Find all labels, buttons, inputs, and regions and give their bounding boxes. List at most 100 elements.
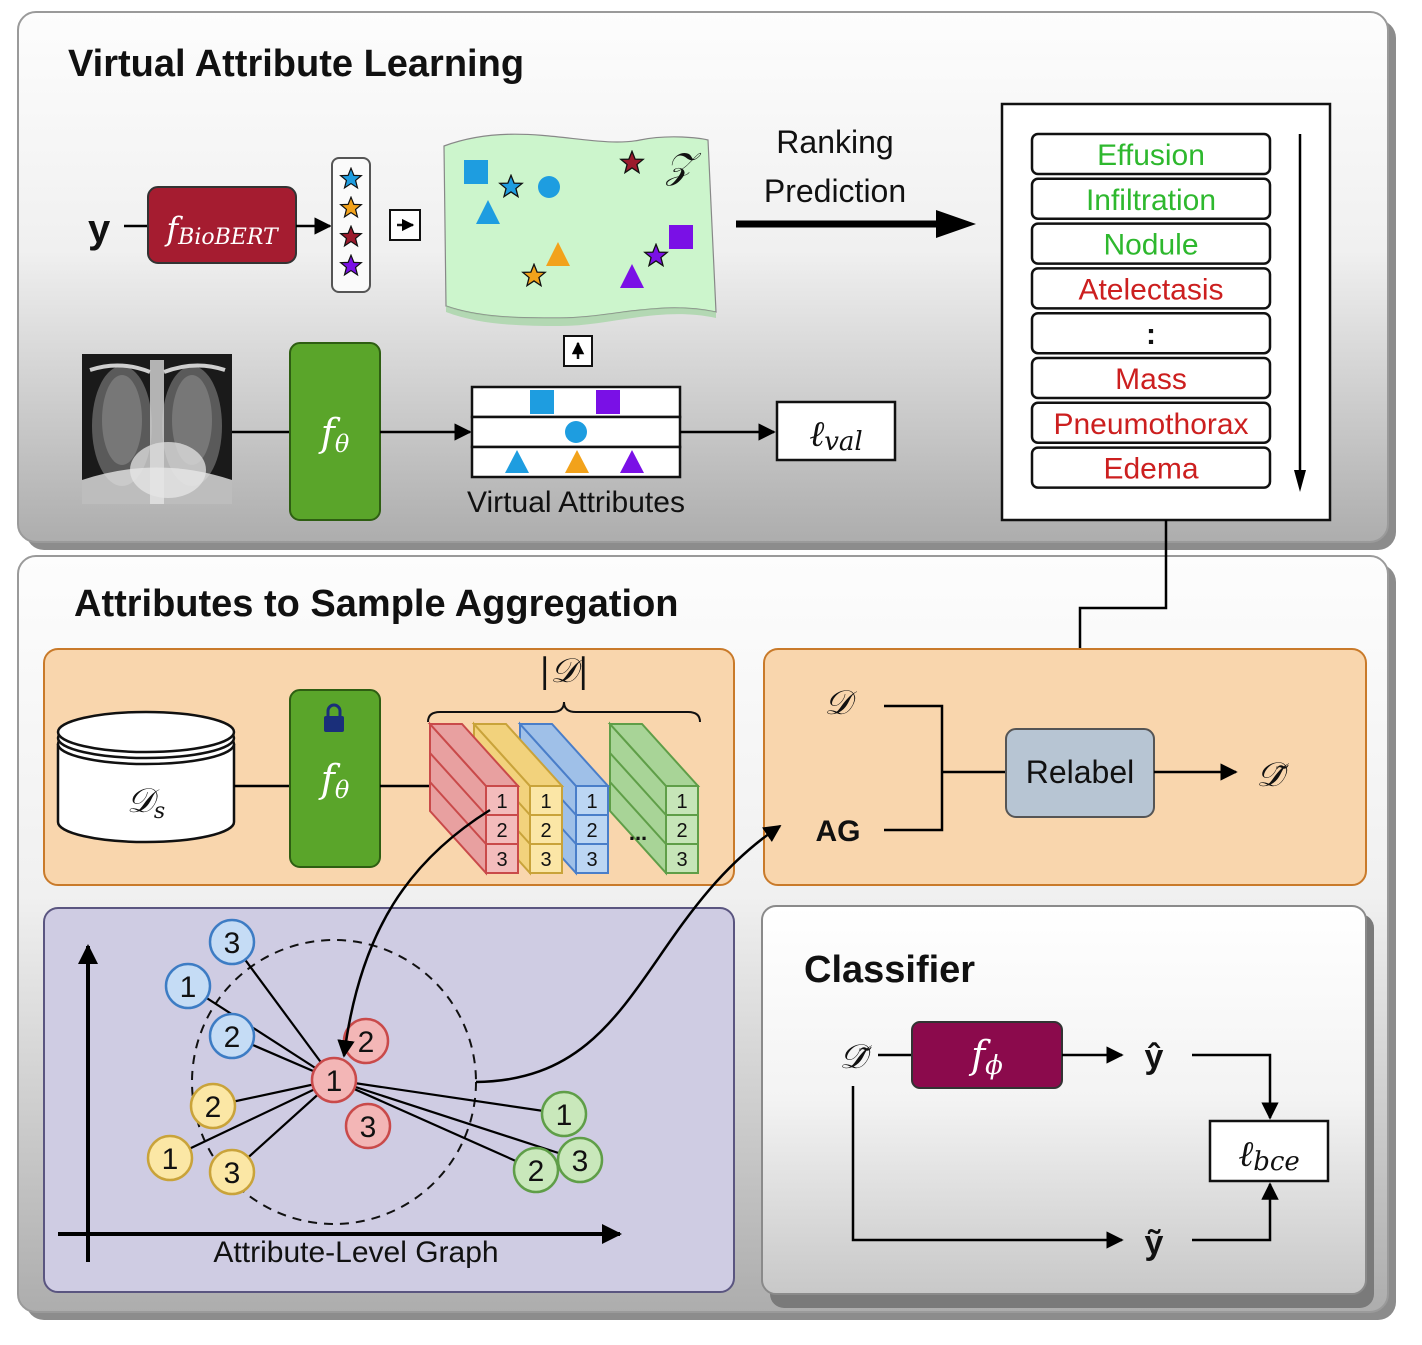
- graph-node-label: 2: [205, 1091, 222, 1124]
- cardinality-label: |𝒟|: [539, 651, 589, 691]
- xray-image: [82, 354, 232, 504]
- projection-up-icon: [563, 335, 593, 367]
- graph-node-label: 3: [360, 1111, 377, 1144]
- loss-val-sub: val: [824, 427, 863, 457]
- loss-val-l: ℓ: [809, 414, 824, 455]
- ranking-item-label: Edema: [1103, 453, 1198, 486]
- graph-node-label: 1: [556, 1099, 573, 1132]
- f-theta-frozen-block: fθ: [289, 689, 381, 868]
- relabel-label: Relabel: [1026, 754, 1135, 790]
- y-label: y: [88, 207, 111, 251]
- stack-cell-number: 2: [540, 820, 551, 842]
- square-purple-icon: [669, 225, 693, 249]
- graph-node-label: 3: [224, 927, 241, 960]
- svg-text:𝒟s: 𝒟s: [127, 781, 165, 824]
- ranking-item-label: Effusion: [1097, 139, 1205, 172]
- stack-cell-number: 2: [586, 820, 597, 842]
- graph-node-yellow: 2: [189, 1082, 237, 1130]
- ag-label: AG: [816, 815, 861, 848]
- ranking-item: Infiltration: [1030, 177, 1272, 221]
- ranking-item: Effusion: [1030, 132, 1272, 176]
- section-title-asa: Attributes to Sample Aggregation: [74, 583, 679, 625]
- graph-edge: [169, 1079, 335, 1159]
- va-triangle-purple-icon: [620, 450, 644, 473]
- f-theta-block: fθ: [289, 342, 381, 521]
- ranking-item-label: Mass: [1115, 363, 1187, 396]
- section-title-val: Virtual Attribute Learning: [68, 43, 524, 85]
- graph-edge: [333, 1078, 565, 1116]
- svg-text:ℓbce: ℓbce: [1238, 1134, 1300, 1177]
- projection-right-icon: [389, 209, 421, 241]
- stack-cell-number: 1: [586, 791, 597, 813]
- attribute-stack-green: 123: [607, 721, 701, 876]
- ranking-item: Mass: [1030, 356, 1272, 400]
- triangle-orange-icon: [546, 242, 570, 266]
- y-tilde-label: ỹ: [1145, 1224, 1164, 1262]
- graph-node-red: 1: [310, 1056, 358, 1104]
- stack-cell-number: 3: [586, 849, 597, 871]
- y-hat-label: ŷ: [1145, 1038, 1164, 1076]
- cube-to-graph-arrow: [337, 808, 491, 1058]
- graph-node-label: 3: [572, 1145, 589, 1178]
- va-square-purple-icon: [596, 390, 620, 414]
- biobert-block: fBioBERT: [147, 186, 297, 264]
- dataset-cylinder: 𝒟s: [56, 710, 236, 844]
- ranking-item-label: Atelectasis: [1078, 273, 1223, 306]
- loss-bce-l: ℓ: [1238, 1134, 1253, 1175]
- graph-node-label: 2: [528, 1155, 545, 1188]
- va-triangle-blue-icon: [505, 450, 529, 473]
- graph-node-blue: 1: [164, 962, 212, 1010]
- stack-cell-number: 3: [676, 849, 687, 871]
- graph-node-blue: 3: [208, 918, 256, 966]
- graph-node-label: 1: [180, 971, 197, 1004]
- stack-cell-number: 3: [540, 849, 551, 871]
- yhat-to-loss-arrow: [1192, 1053, 1279, 1120]
- ranking-item: Nodule: [1030, 222, 1272, 265]
- ranking-item: Pneumothorax: [1030, 401, 1272, 445]
- ranking-item: :: [1030, 311, 1272, 355]
- ranking-order-arrowhead: [1294, 470, 1306, 492]
- ranking-item: Edema: [1030, 446, 1272, 489]
- merge-bracket: [884, 704, 944, 832]
- graph-node-label: 1: [162, 1143, 179, 1176]
- svg-text:ℓval: ℓval: [809, 414, 863, 457]
- loss-bce-sub: bce: [1253, 1147, 1300, 1177]
- graph-label: Attribute-Level Graph: [213, 1236, 498, 1269]
- square-blue-icon: [464, 160, 488, 184]
- graph-node-green: 2: [512, 1146, 560, 1194]
- graph-to-ag-arrow: [475, 824, 782, 1084]
- va-square-blue-icon: [530, 390, 554, 414]
- graph-edge: [187, 985, 335, 1081]
- stack-cell-number: 1: [676, 791, 687, 813]
- stack-cell-number: 1: [496, 791, 507, 813]
- graph-node-blue: 2: [208, 1012, 256, 1060]
- cardinality-brace: [427, 701, 701, 723]
- f-theta-sub: θ: [335, 430, 350, 458]
- graph-node-label: 3: [224, 1157, 241, 1190]
- virtual-attributes-table: [470, 385, 682, 479]
- text-embeddings-column: [331, 157, 371, 293]
- ranking-label-1: Ranking: [776, 124, 893, 160]
- ytilde-to-loss-arrow: [1192, 1182, 1279, 1242]
- graph-node-red: 3: [344, 1102, 392, 1150]
- graph-node-green: 1: [540, 1090, 588, 1138]
- graph-edge: [333, 1078, 581, 1162]
- graph-node-red: 2: [342, 1017, 390, 1065]
- graph-node-yellow: 1: [146, 1134, 194, 1182]
- ranking-item-label: Pneumothorax: [1053, 408, 1248, 441]
- graph-edge: [231, 941, 335, 1081]
- f-phi-sub: ϕ: [985, 1051, 1003, 1081]
- ranking-item: Atelectasis: [1030, 267, 1272, 310]
- f-theta-frozen-sub: θ: [335, 776, 350, 804]
- va-circle-blue-icon: [565, 421, 587, 443]
- graph-node-yellow: 3: [208, 1148, 256, 1196]
- biobert-sub: BioBERT: [177, 225, 280, 250]
- circle-blue-icon: [538, 176, 560, 198]
- stack-cell-number: 2: [496, 820, 507, 842]
- triangle-blue-icon: [476, 200, 500, 224]
- relabel-block: Relabel: [1005, 728, 1155, 818]
